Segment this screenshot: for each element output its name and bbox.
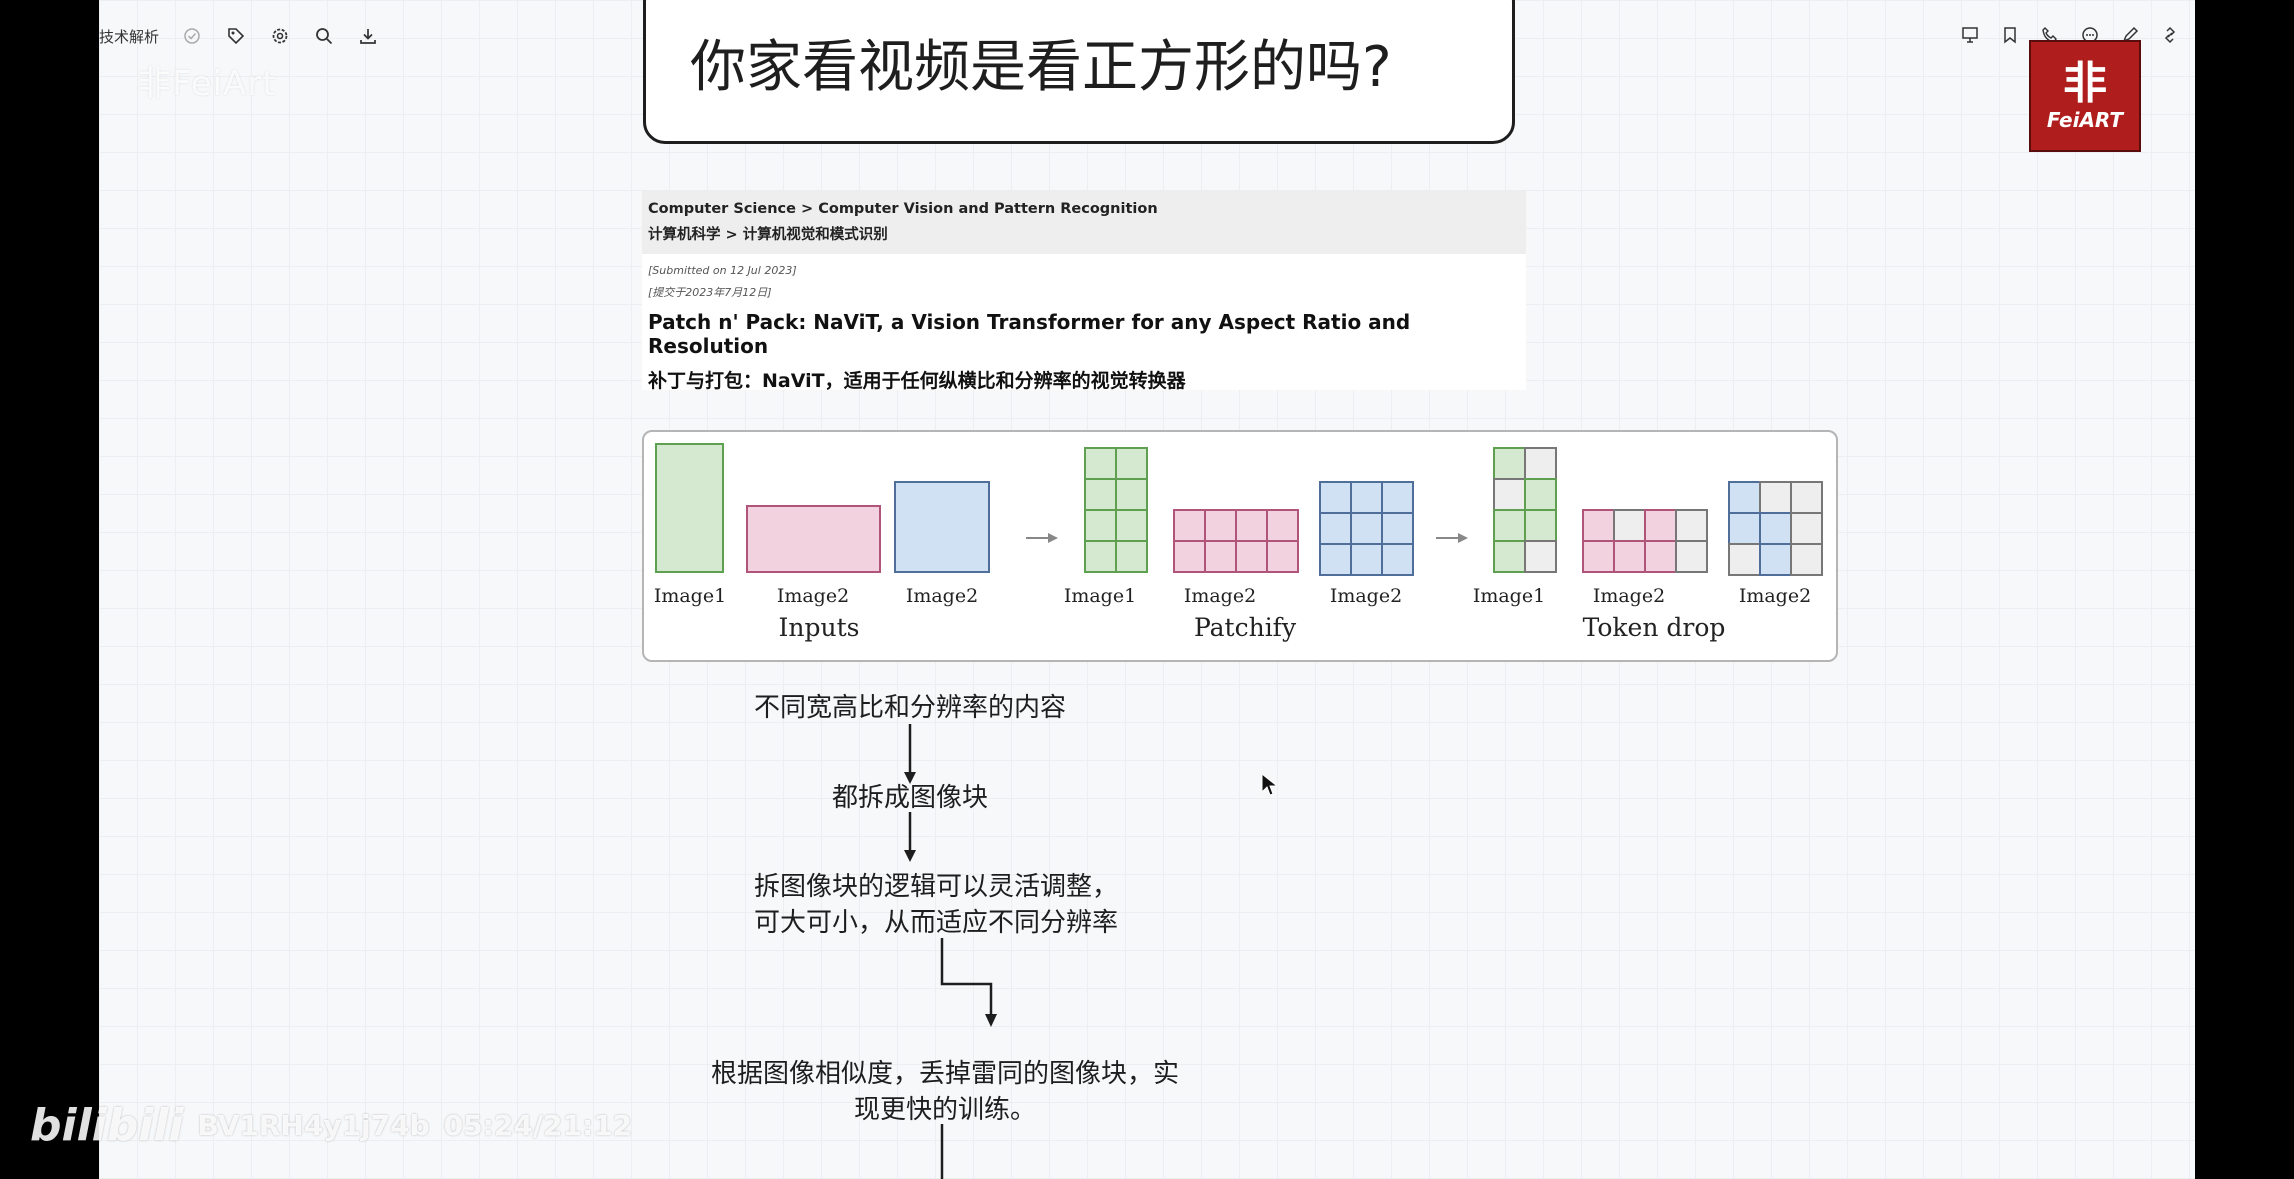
breadcrumb-en: Computer Science > Computer Vision and P…	[648, 201, 1158, 217]
figure-arrowhead-1	[1048, 533, 1058, 543]
patchify-image1-patch	[1115, 447, 1148, 480]
image-label-8: Image2	[1593, 585, 1665, 607]
patchify-image1-patch	[1084, 509, 1117, 542]
input-image-3	[894, 481, 990, 573]
flow-step-4-line2: 现更快的训练。	[853, 1095, 1036, 1125]
tokendrop-image1-patch	[1493, 447, 1526, 480]
image-label-9: Image2	[1739, 585, 1811, 607]
tokendrop-image2a-patch	[1675, 540, 1708, 573]
tokendrop-image1-patch	[1524, 509, 1557, 542]
image-label-4: Image1	[1064, 585, 1136, 607]
patchify-image2b-patch	[1319, 543, 1352, 576]
flow-step-4-line1: 根据图像相似度，丢掉雷同的图像块，实	[710, 1059, 1179, 1089]
figure-arrowhead-2	[1458, 533, 1468, 543]
tokendrop-image1-patch	[1524, 540, 1557, 573]
flow-step-2-text: 都拆成图像块	[831, 783, 988, 813]
patchify-image2a-patch	[1266, 540, 1299, 573]
flow-step-4[interactable]: 根据图像相似度，丢掉雷同的图像块，实 现更快的训练。	[665, 1056, 1225, 1128]
download-icon[interactable]	[357, 25, 379, 47]
patchify-image2b-patch	[1350, 512, 1383, 545]
patchify-image2b-patch	[1381, 481, 1414, 514]
patchify-image2b-patch	[1381, 543, 1414, 576]
feiart-logo: 非 FeiART	[2029, 40, 2141, 152]
tokendrop-image2a-patch	[1582, 509, 1615, 542]
tokendrop-image1-patch	[1493, 478, 1526, 511]
pen-icon[interactable]	[2119, 24, 2141, 46]
bilibili-logo: bilibili	[30, 1100, 184, 1151]
patchify-image1-patch	[1115, 540, 1148, 573]
image-label-7: Image1	[1473, 585, 1545, 607]
share-icon[interactable]	[2159, 24, 2181, 46]
channel-watermark: 非FeiArt	[137, 64, 277, 104]
whiteboard-canvas[interactable]: 技术解析 非FeiArt	[99, 0, 2195, 1179]
group-label-1: Inputs	[779, 613, 860, 642]
phone-icon[interactable]	[2039, 24, 2061, 46]
present-icon[interactable]	[1959, 24, 1981, 46]
submitted-date-zh: [提交于2023年7月12日]	[648, 286, 772, 299]
navit-diagram: Image1 Image2 Image2 Image1 Image2 Image2 Imag…	[654, 443, 1823, 642]
tokendrop-image2b-patch	[1790, 481, 1823, 514]
flow-step-3-line2: 可大可小，从而适应不同分辨率	[753, 908, 1118, 938]
image-label-1: Image1	[654, 585, 726, 607]
video-watermark: bilibili BV1RH4y1j74b 05:24/21:12	[30, 1100, 632, 1151]
logo-text: FeiART	[2046, 108, 2124, 132]
mouse-cursor-icon	[1261, 772, 1279, 796]
tokendrop-image1-patch	[1524, 478, 1557, 511]
search-icon[interactable]	[313, 25, 335, 47]
tokendrop-image2b-patch	[1759, 481, 1792, 514]
patchify-image2a-patch	[1173, 509, 1206, 542]
patchify-image2a-patch	[1204, 540, 1237, 573]
paper-breadcrumb: Computer Science > Computer Vision and P…	[642, 190, 1526, 254]
top-toolbar: 技术解析	[99, 18, 379, 54]
input-image-2	[746, 505, 881, 573]
tokendrop-image2b-patch	[1790, 512, 1823, 545]
group-label-3: Token drop	[1583, 613, 1726, 642]
flow-step-1[interactable]: 不同宽高比和分辨率的内容	[710, 690, 1110, 726]
flow-arrows	[904, 724, 997, 1179]
video-id: BV1RH4y1j74b	[197, 1109, 430, 1142]
settings-icon[interactable]	[269, 25, 291, 47]
logo-character: 非	[2063, 58, 2107, 109]
image-label-5: Image2	[1184, 585, 1256, 607]
paper-screenshot[interactable]: Computer Science > Computer Vision and P…	[642, 190, 1526, 392]
check-circle-icon[interactable]	[181, 25, 203, 47]
bookmark-icon[interactable]	[1999, 24, 2021, 46]
tag-icon[interactable]	[225, 25, 247, 47]
tokendrop-image2b-patch	[1759, 543, 1792, 576]
tokendrop-image2a-patch	[1675, 509, 1708, 542]
patchify-image1-patch	[1115, 478, 1148, 511]
image-label-6: Image2	[1330, 585, 1402, 607]
flow-step-2[interactable]: 都拆成图像块	[760, 780, 1060, 816]
paper-title-en: Patch n' Pack: NaViT, a Vision Transform…	[648, 310, 1411, 358]
question-text: 你家看视频是看正方形的吗?	[690, 35, 1392, 100]
flow-step-3[interactable]: 拆图像块的逻辑可以灵活调整， 可大可小，从而适应不同分辨率	[716, 869, 1156, 941]
arrow-3	[940, 938, 993, 1020]
flow-step-3-line1: 拆图像块的逻辑可以灵活调整，	[753, 872, 1118, 902]
tokendrop-image2b-patch	[1728, 481, 1761, 514]
image-label-2: Image2	[777, 585, 849, 607]
paper-title-zh: 补丁与打包：NaViT，适用于任何纵横比和分辨率的视觉转换器	[648, 370, 1186, 392]
patchify-image2b-patch	[1319, 481, 1352, 514]
patchify-image1-patch	[1084, 540, 1117, 573]
submitted-date-en: [Submitted on 12 Jul 2023]	[648, 264, 797, 277]
document-title[interactable]: 技术解析	[99, 27, 160, 46]
breadcrumb-zh: 计算机科学 > 计算机视觉和模式识别	[648, 227, 888, 243]
tokendrop-image2a-patch	[1613, 540, 1646, 573]
video-time: 05:24/21:12	[443, 1109, 633, 1142]
input-image-1	[655, 443, 724, 573]
tokendrop-image2b-patch	[1790, 543, 1823, 576]
question-note[interactable]: 你家看视频是看正方形的吗?	[643, 0, 1515, 144]
group-label-2: Patchify	[1194, 613, 1297, 642]
image-label-3: Image2	[906, 585, 978, 607]
flow-step-1-text: 不同宽高比和分辨率的内容	[753, 693, 1066, 723]
navit-figure[interactable]: Image1 Image2 Image2 Image1 Image2 Image2 Imag…	[642, 430, 1838, 662]
patchify-image1-patch	[1115, 509, 1148, 542]
patchify-image2a-patch	[1235, 509, 1268, 542]
